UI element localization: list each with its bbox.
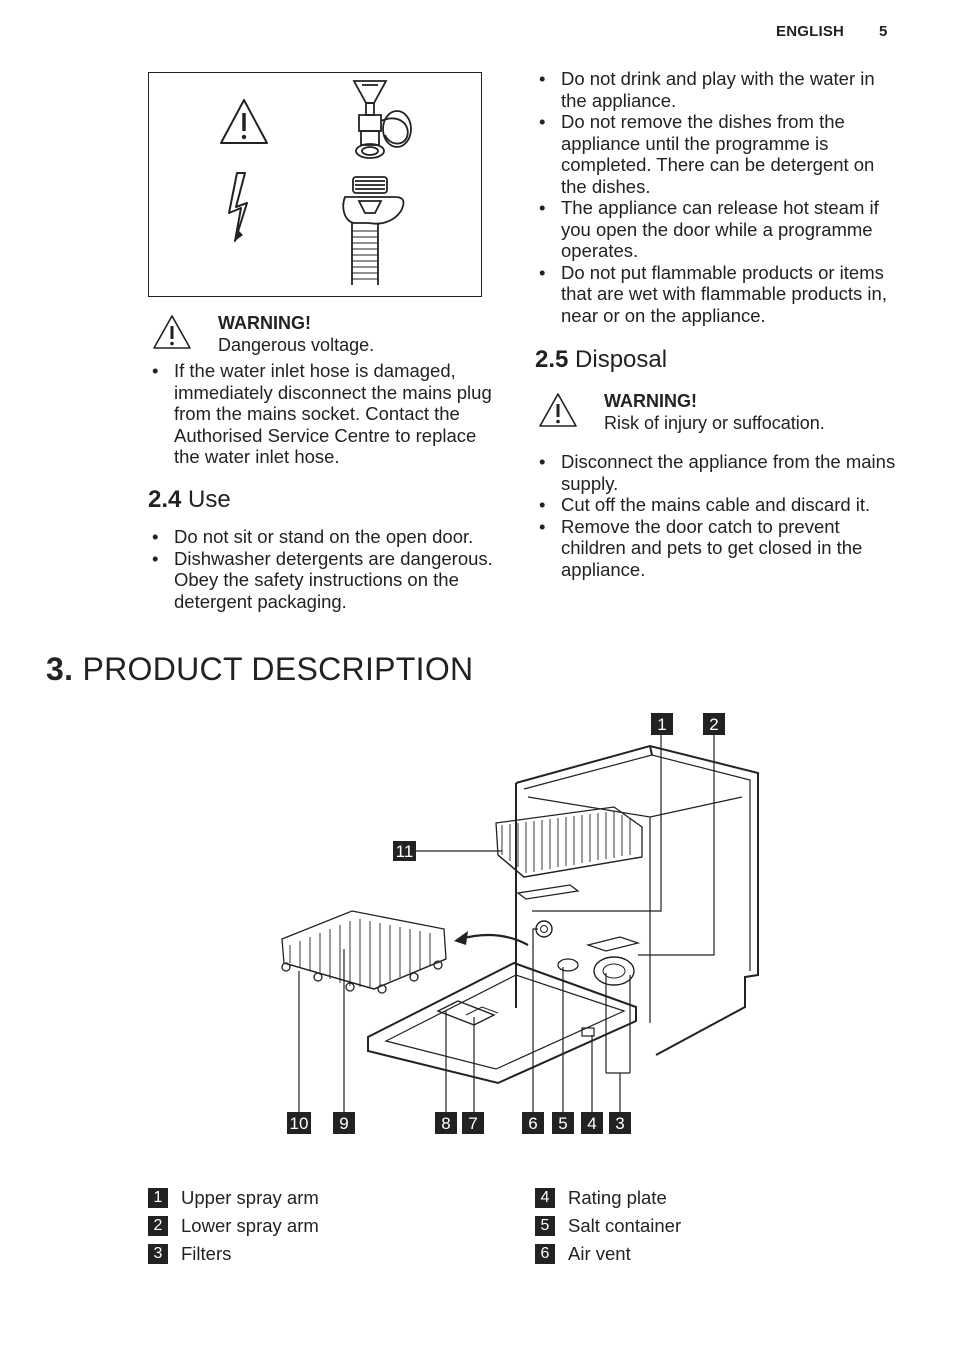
list-item: Do not drink and play with the water in … — [535, 68, 890, 111]
legend-number: 1 — [148, 1188, 168, 1208]
chapter-number: 3. — [46, 651, 74, 687]
legend-label: Salt container — [568, 1215, 682, 1236]
salt-container — [557, 958, 579, 972]
callout-1: 1 — [657, 715, 666, 734]
list-item: Remove the door catch to prevent childre… — [535, 516, 900, 581]
list-item: Disconnect the appliance from the mains … — [535, 451, 900, 494]
section-heading-disposal: 2.5 Disposal — [535, 346, 667, 374]
warning-triangle-icon — [220, 99, 268, 144]
lower-spray-arm — [585, 936, 641, 952]
legend-right: 4 Rating plate 5 Salt container 6 Air ve… — [535, 1184, 681, 1268]
safety-illustration — [220, 80, 412, 285]
legend-item: 1 Upper spray arm — [148, 1184, 319, 1212]
callout-5: 5 — [558, 1114, 567, 1133]
chapter-title: PRODUCT DESCRIPTION — [82, 651, 474, 687]
lightning-bolt-icon — [228, 172, 248, 242]
warning-text: Risk of injury or suffocation. — [604, 413, 825, 433]
callout-3: 3 — [615, 1114, 624, 1133]
filters — [593, 956, 635, 986]
legend-label: Upper spray arm — [181, 1187, 319, 1208]
legend-item: 2 Lower spray arm — [148, 1212, 319, 1240]
legend-item: 6 Air vent — [535, 1240, 681, 1268]
disposal-bullets: Disconnect the appliance from the mains … — [535, 451, 900, 580]
dishwasher-diagram: 1 2 11 10 9 8 7 6 5 4 3 — [281, 713, 759, 1134]
list-item: Dishwasher detergents are dangerous. Obe… — [148, 548, 498, 613]
list-item: The appliance can release hot steam if y… — [535, 197, 890, 262]
callout-9: 9 — [339, 1114, 348, 1133]
callout-6: 6 — [528, 1114, 537, 1133]
legend-number: 4 — [535, 1188, 555, 1208]
list-item: Do not sit or stand on the open door. — [148, 526, 498, 548]
warning-injury: WARNING! Risk of injury or suffocation. — [604, 390, 825, 434]
page-number: 5 — [879, 23, 888, 40]
legend-item: 5 Salt container — [535, 1212, 681, 1240]
air-vent — [535, 920, 553, 938]
section-title: Use — [188, 486, 231, 513]
rinse-aid-dispenser — [465, 1006, 499, 1016]
callout-4: 4 — [587, 1114, 596, 1133]
header-language: ENGLISH — [776, 23, 845, 40]
warning-title: WARNING! — [604, 391, 697, 411]
inlet-hose-icon — [342, 176, 405, 285]
warning-icon — [539, 393, 577, 427]
warning-icon — [153, 315, 191, 349]
legend-number: 5 — [535, 1216, 555, 1236]
section-heading-use: 2.4 Use — [148, 486, 231, 514]
legend-item: 4 Rating plate — [535, 1184, 681, 1212]
safety-figure — [148, 72, 482, 297]
arrow-icon — [459, 933, 529, 946]
use-bullets: Do not sit or stand on the open door. Di… — [148, 526, 498, 612]
callout-11: 11 — [396, 842, 414, 861]
list-item: Do not put flammable products or items t… — [535, 262, 890, 327]
callout-10: 10 — [290, 1114, 309, 1133]
door — [367, 961, 637, 1085]
legend-left: 1 Upper spray arm 2 Lower spray arm 3 Fi… — [148, 1184, 319, 1268]
legend-number: 3 — [148, 1244, 168, 1264]
callout-7: 7 — [468, 1114, 477, 1133]
water-tap-icon — [352, 80, 412, 159]
legend-item: 3 Filters — [148, 1240, 319, 1268]
legend-number: 6 — [535, 1244, 555, 1264]
legend-label: Lower spray arm — [181, 1215, 319, 1236]
legend-number: 2 — [148, 1216, 168, 1236]
list-item: If the water inlet hose is damaged, imme… — [148, 360, 498, 468]
upper-spray-arm — [516, 884, 580, 900]
list-item: Cut off the mains cable and discard it. — [535, 494, 900, 516]
list-item: Do not remove the dishes from the applia… — [535, 111, 890, 197]
callout-8: 8 — [441, 1114, 450, 1133]
warning-text: Dangerous voltage. — [218, 335, 375, 355]
rating-plate — [581, 1027, 595, 1037]
upper-basket — [495, 806, 643, 878]
warning-title: WARNING! — [218, 313, 311, 333]
lower-basket — [281, 910, 447, 994]
legend-label: Rating plate — [568, 1187, 667, 1208]
legend-label: Filters — [181, 1243, 232, 1264]
use-safety-bullets: Do not drink and play with the water in … — [535, 68, 890, 326]
legend-label: Air vent — [568, 1243, 631, 1264]
chapter-heading: 3. PRODUCT DESCRIPTION — [46, 651, 473, 687]
section-title: Disposal — [575, 346, 668, 373]
section-number: 2.5 — [535, 346, 569, 373]
section-number: 2.4 — [148, 486, 182, 513]
hose-bullets: If the water inlet hose is damaged, imme… — [148, 360, 498, 468]
warning-voltage: WARNING! Dangerous voltage. — [218, 312, 374, 356]
callout-2: 2 — [709, 715, 718, 734]
detergent-dispenser — [436, 1000, 496, 1026]
